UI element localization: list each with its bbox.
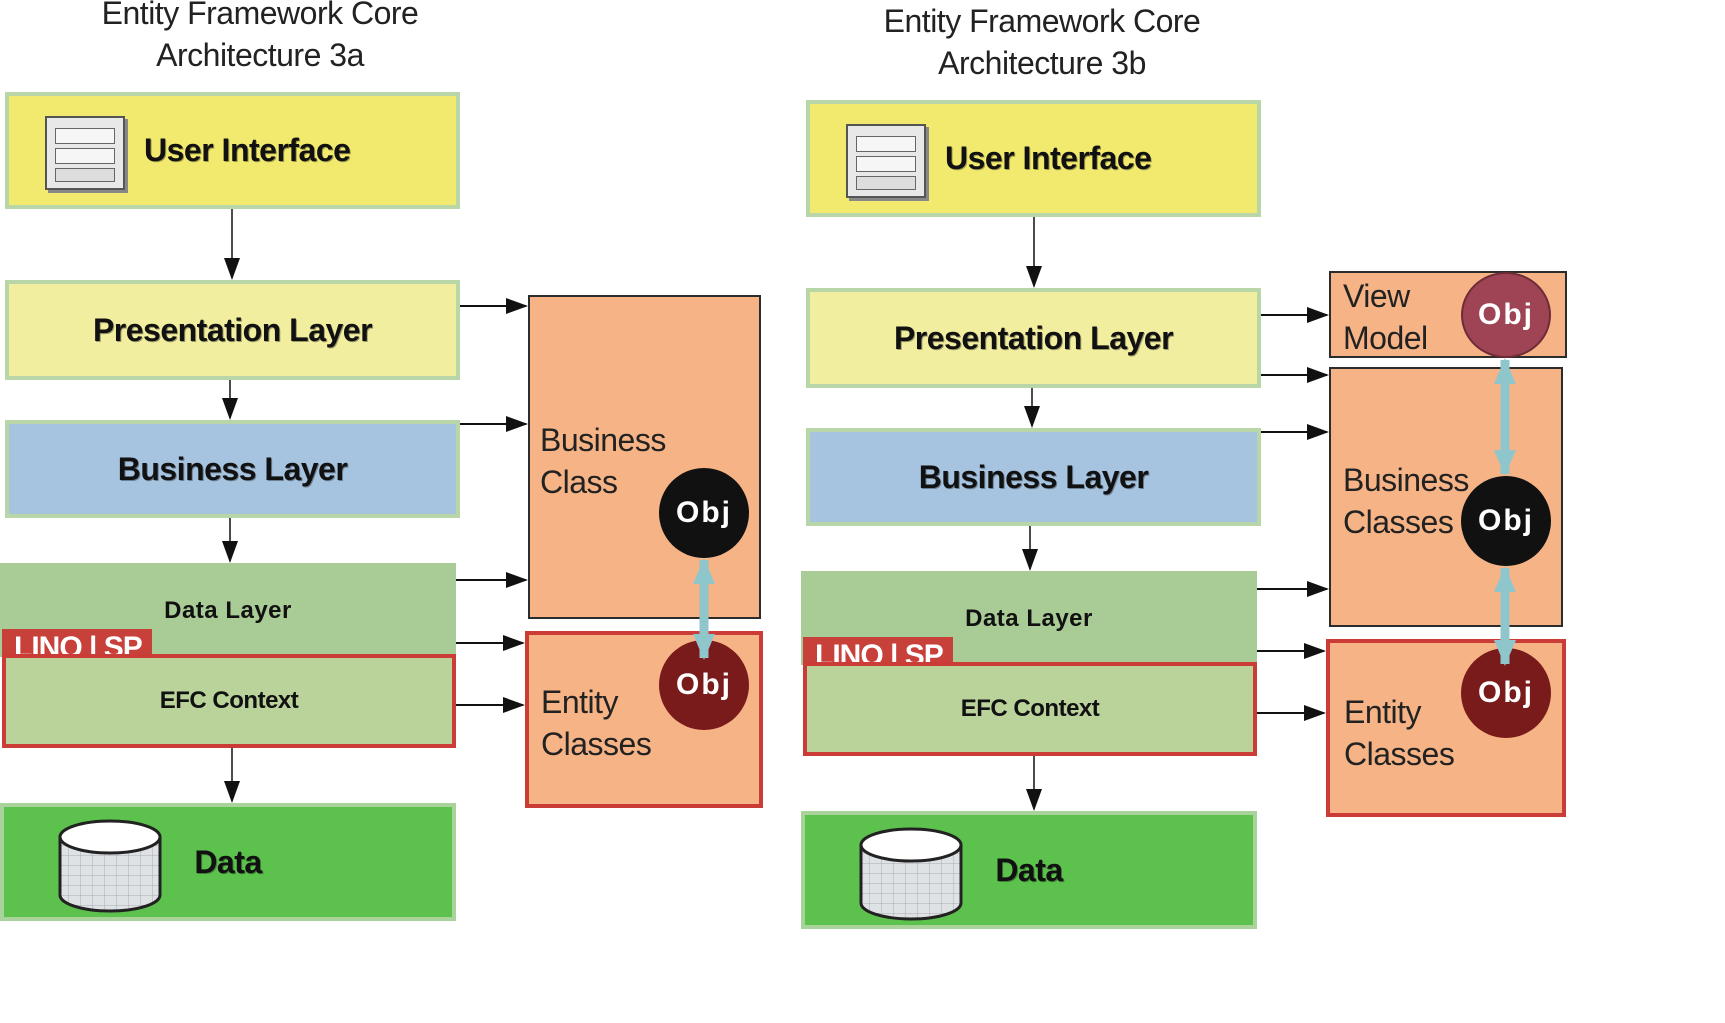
- business-label: Business Layer: [918, 458, 1149, 495]
- diagram-title-3a: Entity Framework Core Architecture 3a: [40, 0, 480, 76]
- arrow-icon: [456, 298, 528, 713]
- title-line-1: Entity Framework Core: [883, 3, 1201, 39]
- arrow-icon: [1022, 217, 1042, 811]
- title-line-2: Architecture 3a: [156, 37, 364, 73]
- arrow-icon: [222, 209, 240, 803]
- business-layer: Business Layer: [806, 428, 1261, 526]
- presentation-layer: Presentation Layer: [806, 288, 1261, 388]
- data-layer-label: Data Layer: [965, 605, 1093, 632]
- presentation-layer: Presentation Layer: [5, 280, 460, 380]
- efc-context-label: EFC Context: [960, 695, 1100, 722]
- diagram-title-3b: Entity Framework Core Architecture 3b: [822, 0, 1262, 84]
- presentation-label: Presentation Layer: [92, 311, 373, 348]
- business-obj-circle: Obj: [659, 468, 749, 558]
- database-icon: [859, 827, 963, 921]
- user-interface-layer: User Interface: [5, 92, 460, 209]
- database-icon: [58, 819, 162, 913]
- business-obj-circle: Obj: [1461, 476, 1551, 566]
- view-model-line-1: View: [1343, 278, 1410, 314]
- entity-obj-label: Obj: [676, 668, 732, 701]
- presentation-label: Presentation Layer: [893, 319, 1174, 356]
- entity-classes-line-2: Classes: [541, 726, 652, 762]
- view-model-obj-label: Obj: [1478, 298, 1534, 331]
- business-obj-label: Obj: [1478, 504, 1534, 537]
- business-label: Business Layer: [117, 450, 348, 487]
- user-interface-label: User Interface: [945, 140, 1152, 176]
- view-model-line-2: Model: [1343, 320, 1428, 356]
- window-icon: [846, 124, 926, 198]
- title-line-1: Entity Framework Core: [101, 0, 419, 31]
- data-label: Data: [995, 851, 1063, 888]
- efc-context-layer: EFC Context: [2, 654, 456, 748]
- efc-context-layer: EFC Context: [803, 662, 1257, 756]
- business-classes-line-1: Business: [1343, 462, 1469, 498]
- arrow-icon: [1257, 307, 1329, 721]
- data-label: Data: [194, 843, 262, 880]
- business-obj-label: Obj: [676, 496, 732, 529]
- user-interface-layer: User Interface: [806, 100, 1261, 217]
- business-class-line-2: Class: [540, 464, 618, 500]
- view-model-obj-circle: Obj: [1461, 272, 1551, 358]
- business-layer: Business Layer: [5, 420, 460, 518]
- efc-context-label: EFC Context: [159, 687, 299, 714]
- entity-obj-label: Obj: [1478, 676, 1534, 709]
- business-classes-line-2: Classes: [1343, 504, 1454, 540]
- business-class-box: Business Class: [528, 295, 761, 619]
- window-icon: [45, 116, 125, 190]
- user-interface-label: User Interface: [144, 132, 351, 168]
- entity-classes-line-1: Entity: [1344, 694, 1422, 730]
- entity-classes-line-1: Entity: [541, 684, 619, 720]
- entity-classes-line-2: Classes: [1344, 736, 1455, 772]
- data-layer: Data Layer: [801, 571, 1257, 665]
- title-line-2: Architecture 3b: [938, 45, 1146, 81]
- data-layer-label: Data Layer: [164, 597, 292, 624]
- business-class-line-1: Business: [540, 422, 666, 458]
- business-classes-box: Business Classes: [1329, 367, 1563, 627]
